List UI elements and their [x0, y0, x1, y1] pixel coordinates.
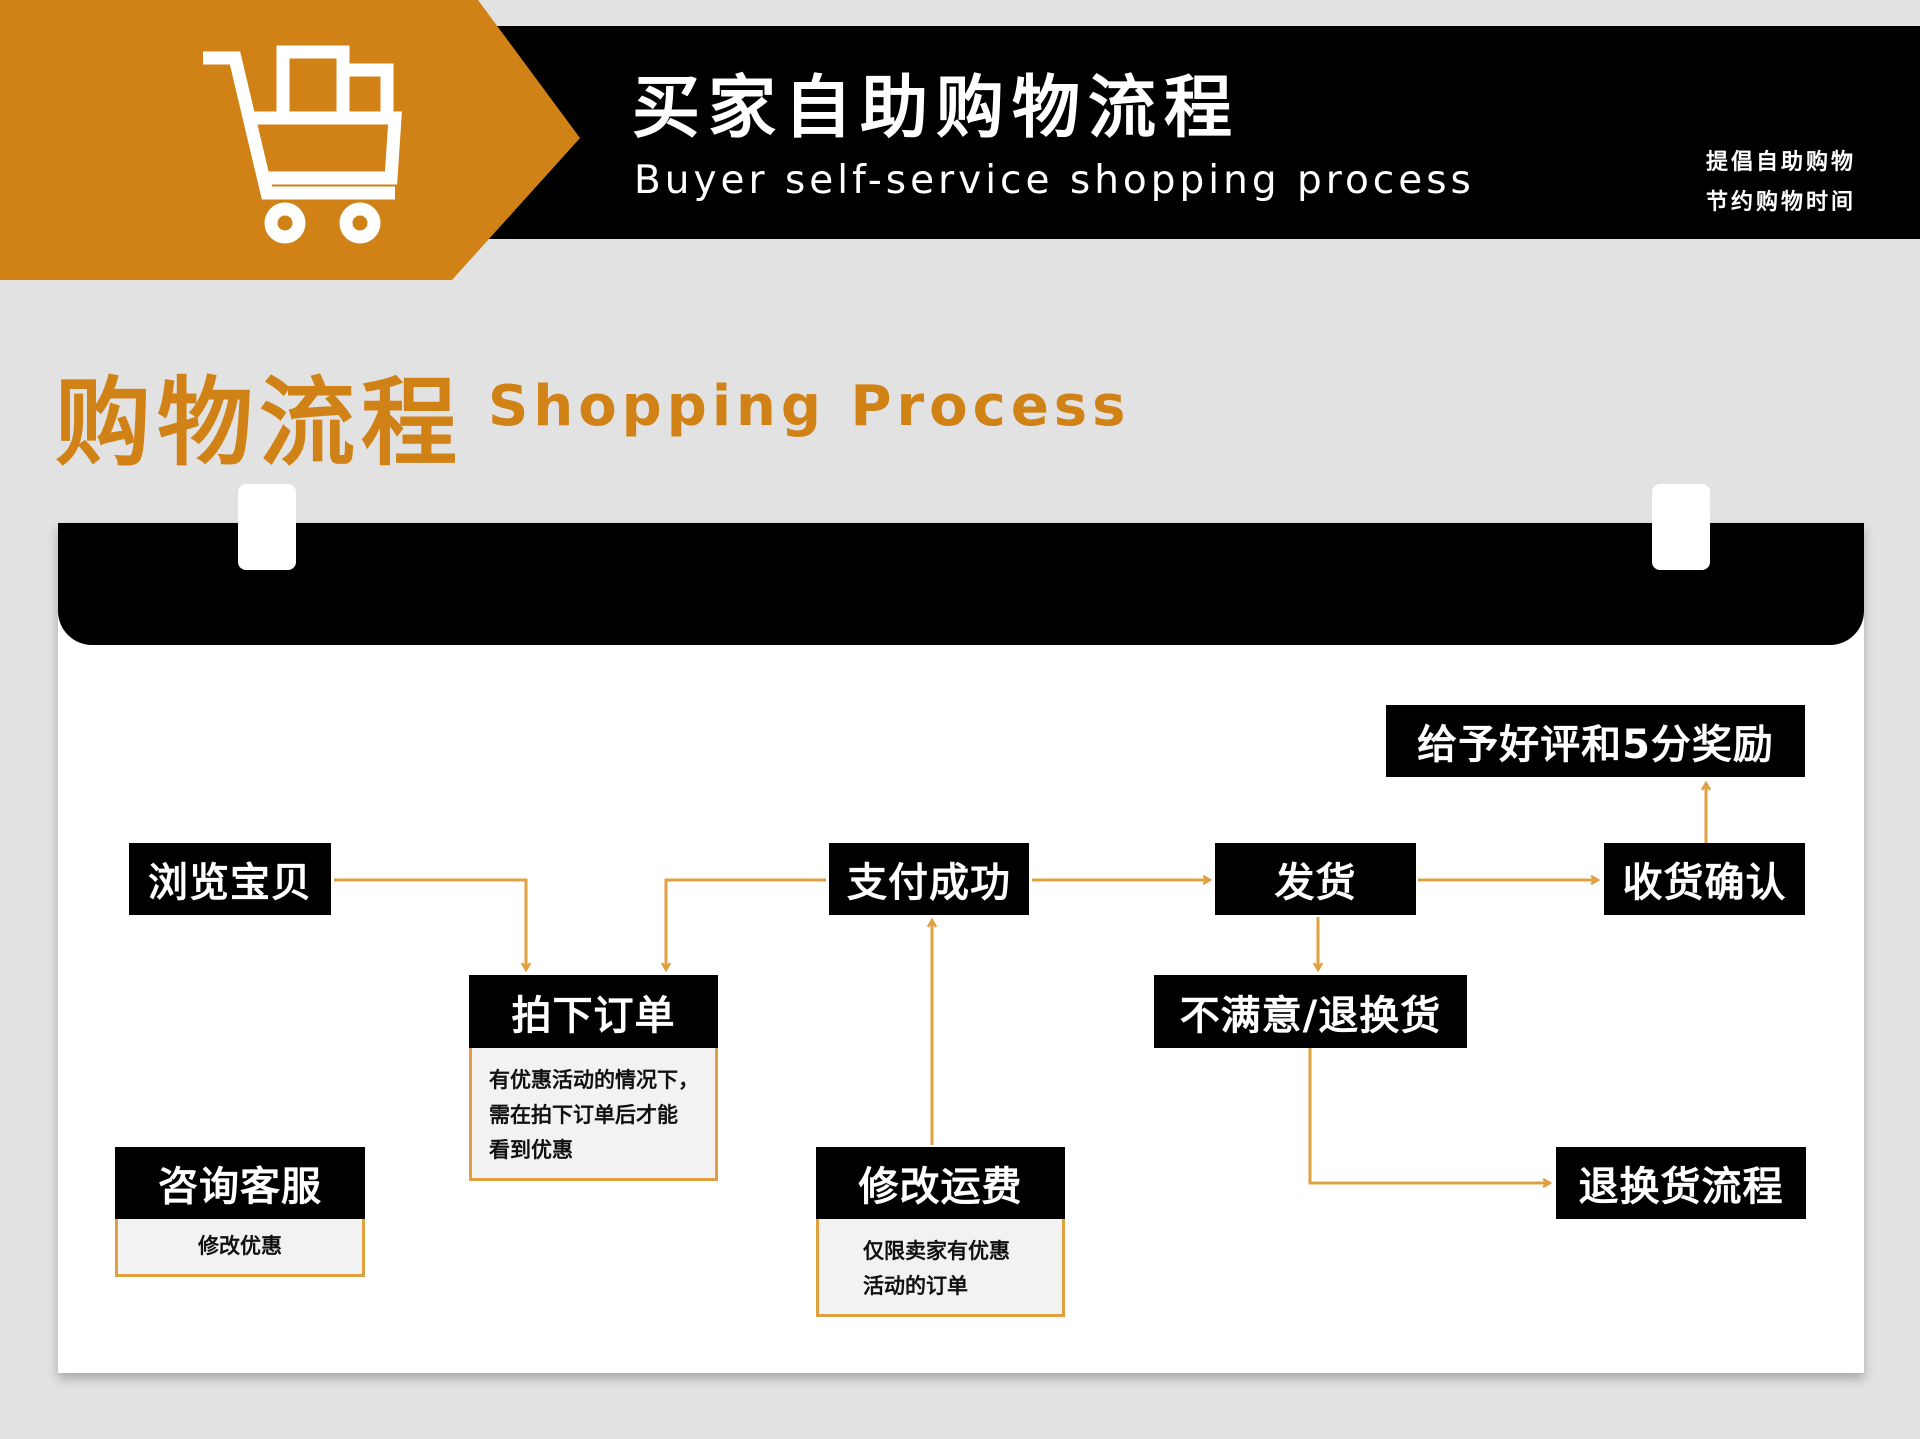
section-title-cn: 购物流程: [55, 367, 463, 479]
slogan-line-2: 节约购物时间: [1706, 190, 1857, 215]
main-subtitle: Buyer self-service shopping process: [634, 158, 1475, 203]
shopping-cart-icon: [203, 45, 402, 244]
node-confirm-receipt: 收货确认: [1604, 843, 1805, 915]
arrow-pay-to-order: [666, 878, 826, 970]
note-place-order-line-3: 看到优惠: [489, 1138, 573, 1162]
note-consult-service: 修改优惠: [115, 1219, 365, 1277]
header-accent-shape: [0, 0, 580, 280]
note-modify-shipping-line-2: 活动的订单: [863, 1274, 968, 1298]
board-top-bar: [58, 523, 1864, 645]
node-unsatisfied: 不满意/退换货: [1154, 975, 1467, 1048]
node-place-order: 拍下订单: [469, 975, 718, 1048]
note-place-order-line-2: 需在拍下订单后才能: [489, 1103, 678, 1127]
note-place-order-line-1: 有优惠活动的情况下，: [489, 1068, 699, 1092]
node-ship: 发货: [1215, 843, 1416, 915]
arrow-unsatisfied-to-return: [1308, 1048, 1550, 1183]
node-return-flow: 退换货流程: [1556, 1147, 1806, 1219]
main-title: 买家自助购物流程: [632, 69, 1241, 148]
board-clip-right: [1652, 484, 1710, 570]
slogan-line-1: 提倡自助购物: [1706, 150, 1857, 175]
note-modify-shipping-line-1: 仅限卖家有优惠: [863, 1239, 1010, 1263]
node-modify-shipping: 修改运费: [816, 1147, 1065, 1219]
node-browse: 浏览宝贝: [129, 843, 331, 915]
section-title-en: Shopping Process: [488, 374, 1131, 439]
arrow-browse-to-order: [334, 878, 526, 970]
node-pay-success: 支付成功: [829, 843, 1029, 915]
note-modify-shipping: 仅限卖家有优惠 活动的订单: [816, 1219, 1065, 1317]
node-good-review: 给予好评和5分奖励: [1386, 705, 1805, 777]
note-place-order: 有优惠活动的情况下， 需在拍下订单后才能 看到优惠: [469, 1048, 718, 1181]
board-clip-left: [238, 484, 296, 570]
node-consult-service: 咨询客服: [115, 1147, 365, 1219]
note-consult-service-line-1: 修改优惠: [198, 1234, 282, 1258]
